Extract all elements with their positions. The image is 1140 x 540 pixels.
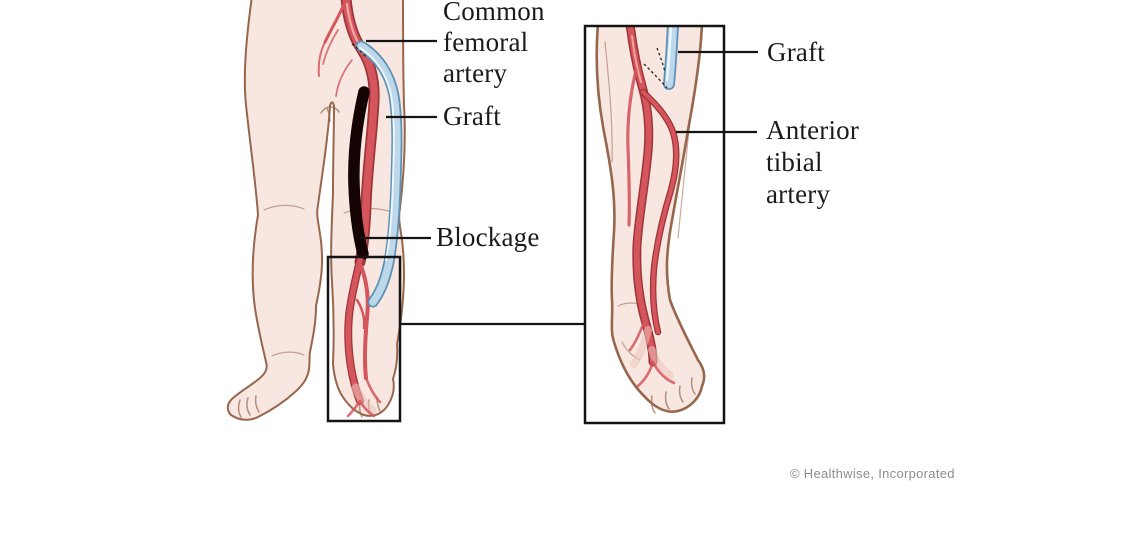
right-panel-art bbox=[595, 27, 706, 414]
blockage-vessel bbox=[348, 86, 370, 260]
suture-line-enlarged bbox=[643, 47, 668, 89]
shin-shading-line bbox=[604, 41, 613, 163]
label-anterior-tibial-artery: Anterior tibial artery bbox=[766, 115, 860, 209]
label-common-femoral-artery: Common femoral artery bbox=[443, 0, 545, 88]
enlarged-leg-silhouette bbox=[595, 27, 706, 413]
label-blockage: Blockage bbox=[436, 222, 540, 252]
knee-crease-left bbox=[263, 204, 305, 211]
suture-line-left bbox=[351, 43, 367, 58]
ankle-crease-left bbox=[271, 351, 305, 357]
leader-lines bbox=[360, 39, 758, 240]
left-zoom-box bbox=[326, 255, 402, 423]
label-graft-right: Graft bbox=[767, 37, 825, 67]
copyright-notice: © Healthwise, Incorporated bbox=[790, 466, 955, 481]
graft-vessel bbox=[355, 40, 403, 308]
enlarged-graft bbox=[663, 27, 679, 90]
label-graft-left: Graft bbox=[443, 101, 501, 131]
femoral-artery bbox=[317, 0, 380, 268]
right-zoom-box bbox=[583, 24, 726, 425]
enlarged-arteries bbox=[625, 27, 680, 388]
toe-lines-enlarged bbox=[650, 377, 696, 414]
groin-crease bbox=[320, 106, 340, 122]
toe-lines-left-foot bbox=[237, 395, 260, 418]
left-figure bbox=[226, 0, 406, 421]
tibial-arteries bbox=[344, 256, 382, 418]
